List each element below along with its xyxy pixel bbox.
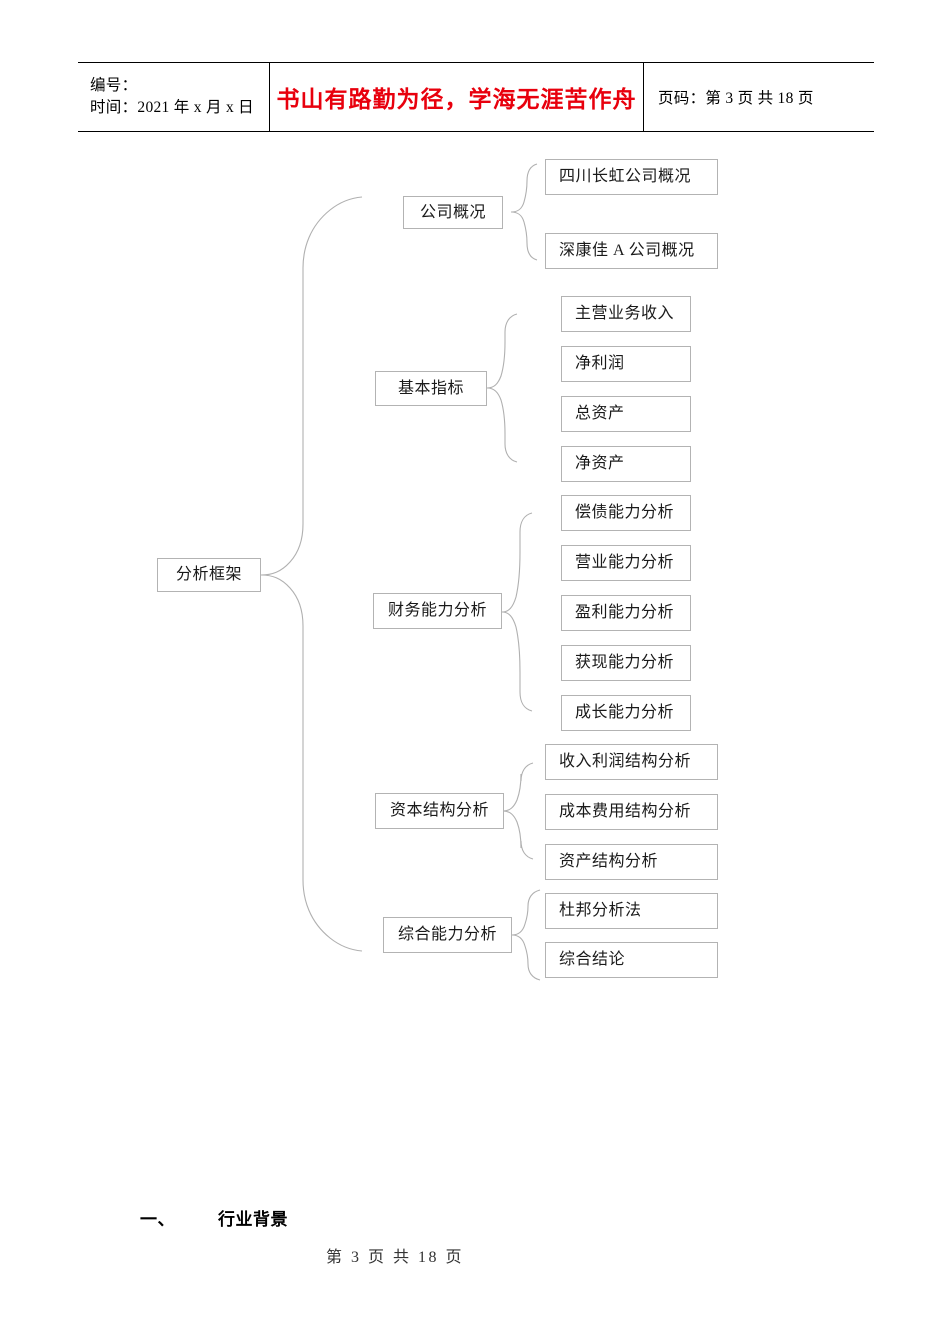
brace4-upper	[502, 762, 534, 812]
page-header-table: 编号： 时间：2021 年 x 月 x 日 书山有路勤为径，学海无涯苦作舟 页码…	[78, 62, 874, 132]
section-heading-number: 一、	[140, 1210, 175, 1229]
node-leaf-cost-expense-structure[interactable]: 成本费用结构分析	[545, 794, 718, 830]
header-cell-meta: 编号： 时间：2021 年 x 月 x 日	[78, 63, 270, 131]
node-branch-basic-indicators[interactable]: 基本指标	[375, 371, 487, 406]
brace5-upper	[511, 889, 541, 936]
node-root[interactable]: 分析框架	[157, 558, 261, 592]
node-leaf-main-business-revenue[interactable]: 主营业务收入	[561, 296, 691, 332]
node-leaf-cash-generation-analysis[interactable]: 获现能力分析	[561, 645, 691, 681]
brace3-lower	[501, 611, 533, 712]
node-leaf-dupont-analysis[interactable]: 杜邦分析法	[545, 893, 718, 929]
section-heading: 一、 行业背景	[140, 1205, 288, 1230]
header-cell-pagination: 页码：第 3 页 共 18 页	[644, 63, 874, 131]
brace4-lower	[502, 810, 534, 860]
node-branch-financial-capability[interactable]: 财务能力分析	[373, 593, 502, 629]
node-branch-comprehensive-capability[interactable]: 综合能力分析	[383, 917, 512, 953]
brace3-upper	[501, 512, 533, 613]
node-leaf-konka-overview[interactable]: 深康佳 A 公司概况	[545, 233, 718, 269]
header-slogan: 书山有路勤为径，学海无涯苦作舟	[276, 87, 637, 112]
node-leaf-net-profit[interactable]: 净利润	[561, 346, 691, 382]
node-leaf-changhong-overview[interactable]: 四川长虹公司概况	[545, 159, 718, 195]
root-brace-lower	[260, 574, 363, 952]
node-leaf-revenue-profit-structure[interactable]: 收入利润结构分析	[545, 744, 718, 780]
node-leaf-profitability-analysis[interactable]: 盈利能力分析	[561, 595, 691, 631]
header-time-label: 时间：2021 年 x 月 x 日	[90, 99, 254, 116]
node-branch-company-overview[interactable]: 公司概况	[403, 196, 503, 229]
brace1-upper	[510, 163, 538, 213]
node-leaf-operating-capability-analysis[interactable]: 营业能力分析	[561, 545, 691, 581]
node-branch-capital-structure[interactable]: 资本结构分析	[375, 793, 504, 829]
brace2-upper	[486, 313, 518, 389]
diagram-connectors	[260, 163, 541, 981]
header-page-label: 页码：第 3 页 共 18 页	[658, 90, 814, 107]
node-leaf-comprehensive-conclusion[interactable]: 综合结论	[545, 942, 718, 978]
node-leaf-asset-structure[interactable]: 资产结构分析	[545, 844, 718, 880]
node-leaf-solvency-analysis[interactable]: 偿债能力分析	[561, 495, 691, 531]
node-leaf-growth-capability-analysis[interactable]: 成长能力分析	[561, 695, 691, 731]
node-leaf-net-assets[interactable]: 净资产	[561, 446, 691, 482]
brace2-lower	[486, 387, 518, 463]
root-brace-upper	[260, 196, 363, 576]
header-cell-slogan: 书山有路勤为径，学海无涯苦作舟	[270, 63, 644, 131]
brace1-lower	[510, 211, 538, 261]
header-code-label: 编号：	[90, 77, 138, 94]
page-footer: 第 3 页 共 18 页	[325, 1249, 464, 1266]
node-leaf-total-assets[interactable]: 总资产	[561, 396, 691, 432]
analysis-framework-diagram: 分析框架 公司概况 四川长虹公司概况 深康佳 A 公司概况 基本指标 主营业务收…	[0, 140, 950, 1000]
section-heading-text: 行业背景	[218, 1210, 288, 1229]
brace5-lower	[511, 934, 541, 981]
